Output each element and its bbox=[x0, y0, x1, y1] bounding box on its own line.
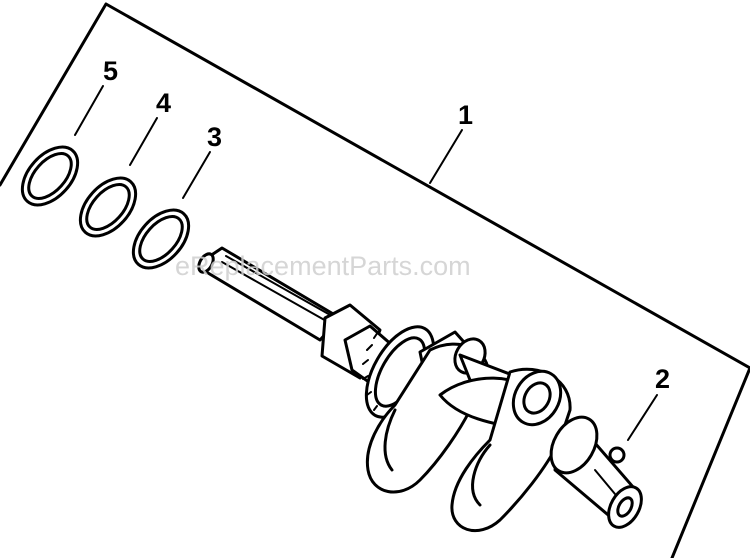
leader-line-2 bbox=[627, 394, 658, 441]
callout-4: 4 bbox=[156, 88, 171, 118]
callout-5: 5 bbox=[103, 56, 118, 86]
callout-1: 1 bbox=[458, 100, 473, 130]
thrust-washer-3 bbox=[131, 208, 191, 270]
watermark-text: eReplacementParts.com bbox=[175, 251, 471, 281]
crankshaft-assembly bbox=[197, 246, 643, 533]
leader-line-3 bbox=[182, 151, 211, 199]
leader-line-1 bbox=[429, 129, 463, 184]
thrust-washer-4 bbox=[78, 176, 138, 238]
leader-line-4 bbox=[129, 117, 158, 166]
callout-3: 3 bbox=[207, 122, 222, 152]
callout-2: 2 bbox=[655, 364, 670, 394]
leader-line-5 bbox=[74, 85, 104, 136]
thrust-washer-5 bbox=[20, 145, 80, 207]
small-ball-key bbox=[608, 446, 626, 464]
